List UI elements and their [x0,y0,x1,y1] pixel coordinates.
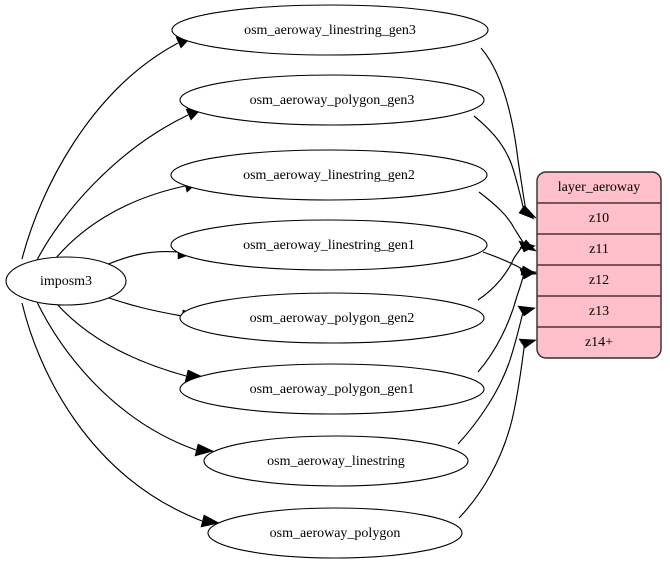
source-ellipse[interactable] [179,74,485,126]
source-label: osm_aeroway_linestring_gen1 [243,238,415,253]
node-imposm3[interactable]: imposm3 [5,256,127,306]
edge-linestring-gen2-to-z11 [478,191,537,252]
edge-imposm3-to-polygon [21,302,220,528]
table-row-z12[interactable]: z12 [589,273,609,288]
node-osm-aeroway-polygon-gen2[interactable]: osm_aeroway_polygon_gen2 [179,292,485,344]
source-label: osm_aeroway_linestring [267,454,405,469]
edge-linestring-gen3-to-z10 [480,47,537,219]
node-osm-aeroway-linestring-gen2[interactable]: osm_aeroway_linestring_gen2 [170,149,488,201]
edges-sources-to-table [457,47,539,519]
edge-linestring-to-z13 [457,305,536,445]
source-label: osm_aeroway_linestring_gen3 [244,23,416,38]
table-header-label: layer_aeroway [558,180,640,195]
table-row-z13[interactable]: z13 [589,304,609,319]
source-label: osm_aeroway_linestring_gen2 [243,168,415,183]
source-ellipse[interactable] [171,4,489,56]
table-row-z14plus[interactable]: z14+ [585,335,613,350]
node-osm-aeroway-linestring[interactable]: osm_aeroway_linestring [203,435,469,487]
table-row-z11[interactable]: z11 [589,242,609,257]
imposm3-ellipse[interactable] [5,256,127,306]
source-ellipse[interactable] [179,363,485,415]
source-ellipse[interactable] [179,292,485,344]
node-osm-aeroway-linestring-gen3[interactable]: osm_aeroway_linestring_gen3 [171,4,489,56]
source-label: osm_aeroway_polygon_gen2 [250,311,415,326]
source-ellipse[interactable] [170,149,488,201]
source-ellipse[interactable] [207,507,463,559]
source-ellipse[interactable] [170,219,488,271]
node-osm-aeroway-linestring-gen1[interactable]: osm_aeroway_linestring_gen1 [170,219,488,271]
source-label: osm_aeroway_polygon [270,526,401,541]
edge-imposm3-to-linestring-gen3 [21,35,193,260]
node-osm-aeroway-polygon-gen3[interactable]: osm_aeroway_polygon_gen3 [179,74,485,126]
node-osm-aeroway-polygon[interactable]: osm_aeroway_polygon [207,507,463,559]
imposm3-label: imposm3 [40,274,92,289]
table-row-z10[interactable]: z10 [589,211,609,226]
source-label: osm_aeroway_polygon_gen1 [250,382,415,397]
edge-polygon-gen1-to-z12 [477,268,537,373]
source-label: osm_aeroway_polygon_gen3 [250,93,415,108]
layer-aeroway-table[interactable]: layer_aeroway z10 z11 z12 z13 z14+ [536,171,662,359]
edge-polygon-gen2-to-z11 [477,240,536,301]
edge-polygon-to-z14 [458,338,537,519]
source-ellipse[interactable] [203,435,469,487]
edge-polygon-gen3-to-z10 [473,115,535,220]
node-osm-aeroway-polygon-gen1[interactable]: osm_aeroway_polygon_gen1 [179,363,485,415]
edge-imposm3-to-linestring [35,299,214,457]
